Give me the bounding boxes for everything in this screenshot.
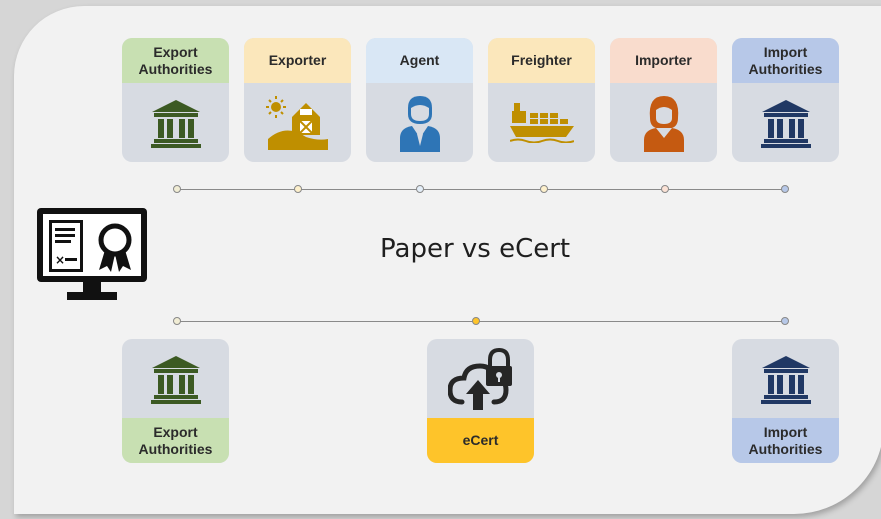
page-title: Paper vs eCert xyxy=(380,234,571,264)
card-export-authorities-top: Export Authorities xyxy=(122,38,229,162)
bottom-dot-import xyxy=(781,317,789,325)
card-label: Exporter xyxy=(244,38,351,83)
card-label: Import Authorities xyxy=(732,38,839,83)
card-export-authorities-bottom: Export Authorities xyxy=(122,339,229,463)
card-importer: Importer xyxy=(610,38,717,162)
bank-icon xyxy=(122,339,229,418)
top-dot-importer xyxy=(661,185,669,193)
top-dot-freighter xyxy=(540,185,548,193)
card-label: Freighter xyxy=(488,38,595,83)
svg-text:×: × xyxy=(55,253,65,267)
card-exporter: Exporter xyxy=(244,38,351,162)
bottom-dot-ecert xyxy=(472,317,480,325)
top-dot-exporter xyxy=(294,185,302,193)
bank-icon xyxy=(732,83,839,162)
card-label: Agent xyxy=(366,38,473,83)
card-label: Import Authorities xyxy=(732,418,839,463)
agent-person-icon xyxy=(366,83,473,162)
top-connector-line xyxy=(177,189,785,190)
farm-barn-icon xyxy=(244,83,351,162)
card-import-authorities-bottom: Import Authorities xyxy=(732,339,839,463)
bottom-connector-line xyxy=(177,321,785,322)
cargo-ship-icon xyxy=(488,83,595,162)
cloud-upload-lock-icon xyxy=(427,339,534,418)
importer-woman-icon xyxy=(610,83,717,162)
monitor-certificate-icon: × xyxy=(35,206,149,307)
top-dot-export xyxy=(173,185,181,193)
card-ecert: eCert xyxy=(427,339,534,463)
card-label: Importer xyxy=(610,38,717,83)
bank-icon xyxy=(122,83,229,162)
card-label: Export Authorities xyxy=(122,38,229,83)
card-agent: Agent xyxy=(366,38,473,162)
bottom-dot-export xyxy=(173,317,181,325)
top-dot-import xyxy=(781,185,789,193)
bank-icon xyxy=(732,339,839,418)
top-dot-agent xyxy=(416,185,424,193)
card-freighter: Freighter xyxy=(488,38,595,162)
card-label: eCert xyxy=(427,418,534,463)
card-import-authorities-top: Import Authorities xyxy=(732,38,839,162)
card-label: Export Authorities xyxy=(122,418,229,463)
